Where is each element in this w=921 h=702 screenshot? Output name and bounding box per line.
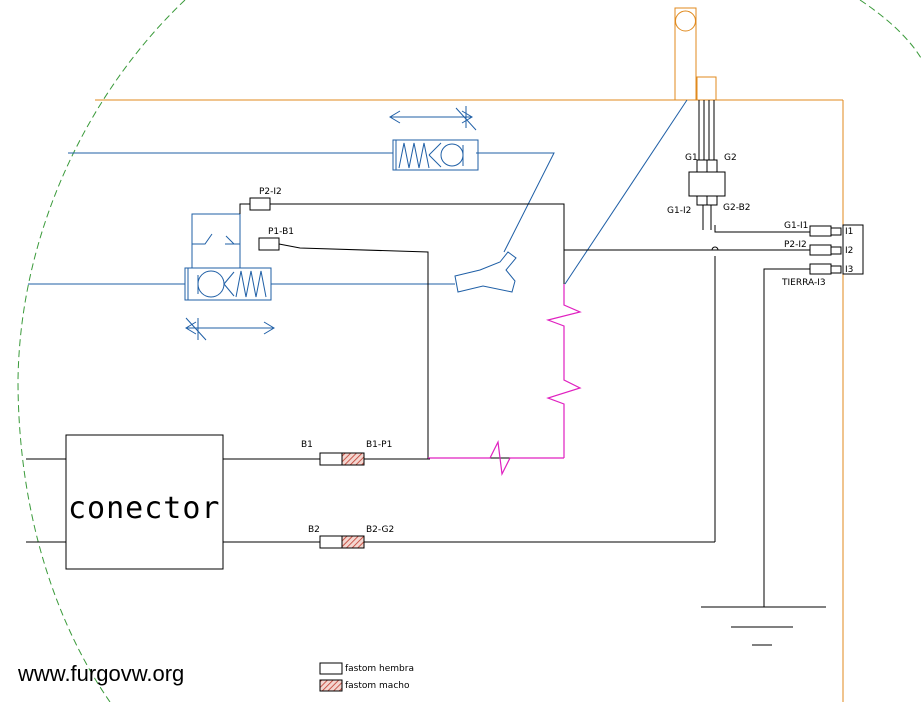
label-i1: I1 — [845, 227, 853, 237]
label-g1-i1: G1-I1 — [784, 221, 808, 231]
label-tierra-i3: TIERRA-I3 — [781, 278, 826, 288]
blue-lines — [28, 99, 688, 285]
label-b1: B1 — [301, 440, 313, 450]
label-p1-b1: P1-B1 — [268, 227, 294, 237]
heater — [428, 284, 582, 477]
conector-label: conector — [68, 491, 221, 526]
label-g1-i2: G1-I2 — [667, 206, 691, 216]
housing-frame — [95, 7, 844, 702]
lower-valve — [184, 213, 275, 341]
housing-arc — [17, 0, 921, 702]
label-g2: G2 — [724, 153, 737, 163]
label-b2-g2: B2-G2 — [366, 525, 394, 535]
label-g2-b2: G2-B2 — [723, 203, 751, 213]
ground-symbol — [701, 606, 826, 646]
legend-female-label: fastom hembra — [345, 664, 414, 674]
label-b1-p1: B1-P1 — [366, 440, 392, 450]
i-terminal-block — [809, 224, 864, 275]
label-g1: G1 — [685, 153, 698, 163]
label-i2: I2 — [845, 246, 853, 256]
wires — [26, 100, 810, 607]
valve-terminals — [249, 197, 280, 251]
legend: fastom hembra fastom macho — [319, 662, 414, 692]
watermark: www.furgovw.org — [17, 661, 184, 686]
conector-box — [65, 434, 224, 570]
g-connector — [688, 159, 726, 206]
label-p2-i2-top: P2-I2 — [259, 187, 282, 197]
fastons — [319, 452, 365, 549]
label-i3: I3 — [845, 265, 853, 275]
y-fitting — [454, 251, 517, 293]
label-b2: B2 — [308, 525, 320, 535]
top-valve — [389, 106, 479, 171]
label-p2-i2-right: P2-I2 — [784, 240, 807, 250]
legend-male-label: fastom macho — [345, 681, 410, 691]
